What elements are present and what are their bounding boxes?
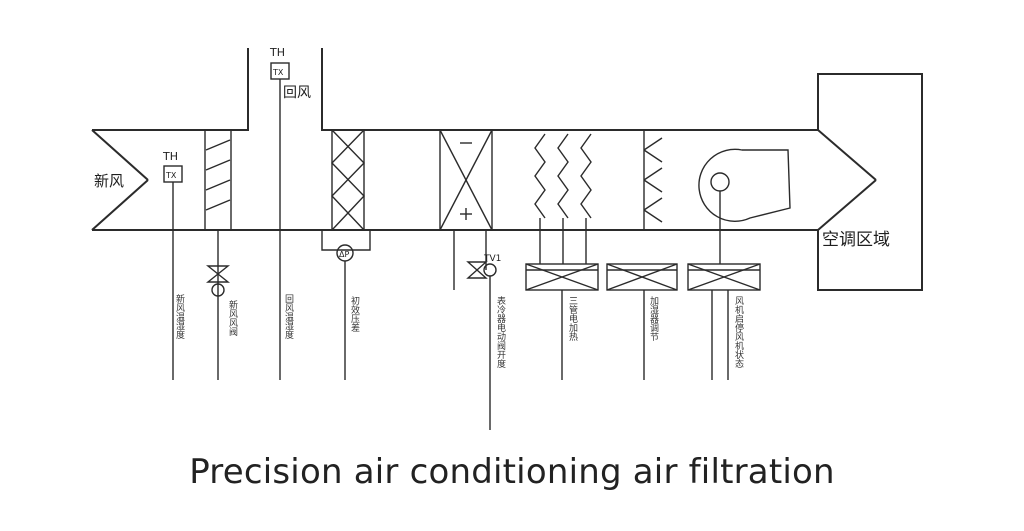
return-air-sensor: TH TX <box>269 46 290 380</box>
fresh-air-damper <box>204 129 232 380</box>
ac-zone-label: 空调区域 <box>822 230 890 250</box>
supply-fan <box>687 148 791 380</box>
fresh-air-label: 新风 <box>94 172 124 190</box>
signal-label-fan: 风机启停风机状态 <box>733 296 744 368</box>
svg-text:TH: TH <box>162 150 178 163</box>
primary-filter: ΔP <box>321 129 371 380</box>
signal-label-fresh-air-damper: 新风风阀 <box>227 299 238 337</box>
return-air-label: 回风 <box>283 85 311 101</box>
humidifier <box>606 130 678 380</box>
svg-text:TX: TX <box>272 68 284 77</box>
signal-label-filter-dp: 初效压差 <box>349 295 360 332</box>
duct-outline <box>91 48 923 291</box>
signal-label-humidifier: 加湿器调节 <box>648 296 659 342</box>
signal-label-coil-valve: 表冷器电动阀开度 <box>495 295 506 369</box>
ahu-schematic: TH TX TH TX ΔP <box>91 46 923 430</box>
svg-text:ΔP: ΔP <box>339 250 349 259</box>
signal-label-electric-heater: 三管电加热 <box>567 296 578 342</box>
electric-heaters <box>525 133 599 380</box>
signal-label-fresh-air-temp: 新风温湿度 <box>174 293 185 340</box>
signal-label-return-air-temp: 回风温湿度 <box>283 294 294 340</box>
cooling-coil: TV1 <box>439 129 501 430</box>
svg-text:TH: TH <box>269 46 285 59</box>
svg-text:TV1: TV1 <box>483 254 501 264</box>
fresh-air-sensor: TH TX <box>162 150 183 380</box>
svg-text:TX: TX <box>165 171 177 180</box>
caption: Precision air conditioning air filtratio… <box>189 452 835 492</box>
